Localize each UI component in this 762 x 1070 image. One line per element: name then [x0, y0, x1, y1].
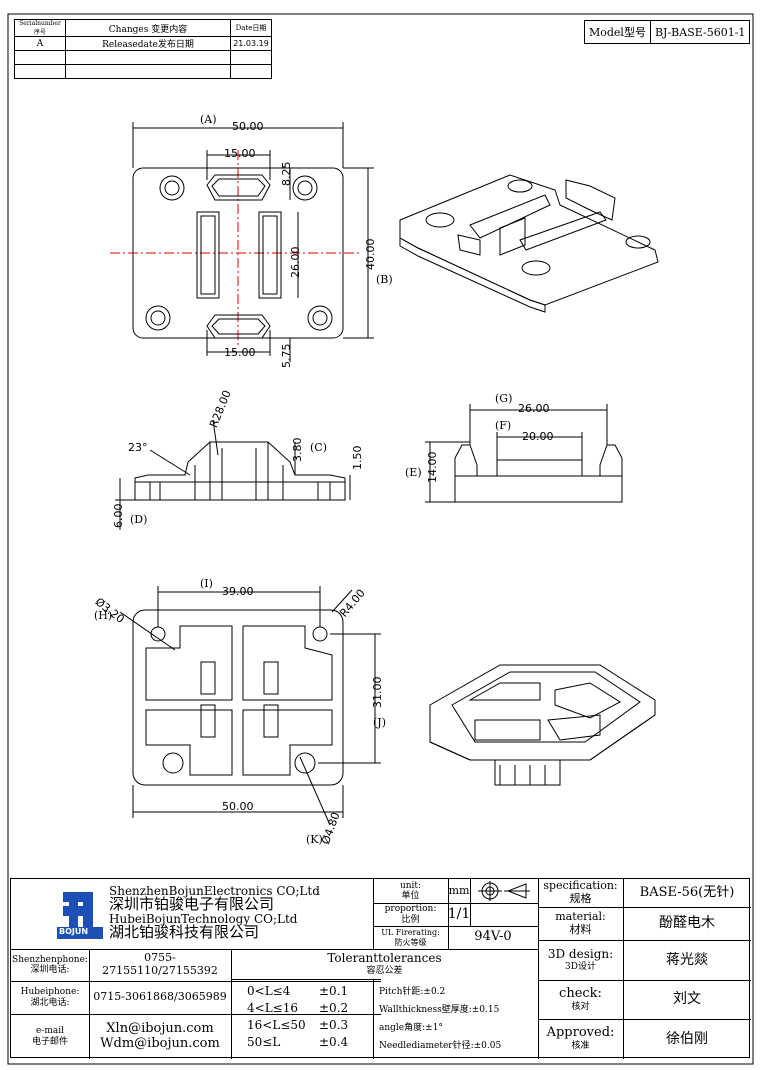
approved-label: Approved:核准: [546, 1025, 615, 1052]
end-view: [425, 404, 623, 503]
model-label: Model型号: [589, 26, 646, 39]
spec-label: specification:规格: [543, 879, 618, 905]
dim-value: 5.75: [280, 343, 293, 369]
spec-value: BASE-56(无针): [639, 884, 735, 900]
company-en-2: HubeiBojunTechnology CO;Ltd: [109, 912, 298, 926]
contact-label: Shenzhenphone:深圳电话:: [12, 954, 88, 975]
unit-label: unit:单位: [399, 880, 422, 901]
dim-value: 50.00: [222, 800, 254, 813]
dim-label-D: (D): [130, 513, 148, 526]
dim-label-I: (I): [200, 577, 213, 590]
fire-label: UL Firerating:防火等级: [381, 928, 440, 947]
unit-value: mm: [448, 883, 470, 897]
dim-value: 3.80: [291, 437, 304, 463]
revision-table: Serialnumber 序号 Changes 变更内容 Date日期 A Re…: [14, 19, 272, 79]
dim-value: 50.00: [232, 120, 264, 133]
side-view: [115, 419, 351, 530]
dim-value: 40.00: [364, 238, 377, 271]
dim-value: 15.00: [224, 346, 256, 359]
contact-value: 0715-3061868/3065989: [93, 990, 227, 1004]
dim-label-G: (G): [495, 392, 513, 405]
model-value: BJ-BASE-5601-1: [649, 21, 749, 43]
title-block: BOJUN ShenzhenBojunElectronics CO;Ltd 深圳…: [10, 878, 751, 1059]
dim-value: 39.00: [222, 585, 254, 598]
dim-label-J: (J): [373, 716, 386, 729]
dim-value: 26.00: [518, 402, 550, 415]
dim-label-B: (B): [376, 273, 393, 286]
check-value: 刘文: [673, 991, 701, 1008]
dim-label-C: (C): [310, 441, 327, 454]
tolerance-notes: Pitch针距:±0.2 Wallthickness壁厚度:±0.15 angl…: [379, 987, 502, 1051]
approved-value: 徐伯刚: [666, 1030, 708, 1047]
dim-value: 1.50: [351, 445, 364, 471]
bojun-logo: [57, 892, 103, 939]
projection-symbol-icon: [478, 881, 530, 901]
dim-label-K: (K): [306, 833, 323, 846]
company-cn-1: 深圳市铂骏电子有限公司: [109, 895, 275, 913]
check-label: check:核对: [559, 985, 602, 1012]
tolerance-table: 0<L≤4±0.1 4<L≤16±0.2 16<L≤50±0.3 50≤L±0.…: [247, 984, 349, 1049]
logo-text: BOJUN: [59, 927, 89, 936]
rev-cell: [230, 64, 272, 79]
contact-value: 0755-27155110/27155392: [102, 951, 218, 977]
dim-value: 8.25: [280, 161, 293, 187]
dim-label-H: (H): [94, 609, 113, 622]
material-label: material:材料: [555, 909, 606, 936]
company-cn-2: 湖北铂骏科技有限公司: [109, 923, 260, 941]
dim-value: 15.00: [224, 147, 256, 160]
bottom-view: [119, 586, 381, 826]
dim-value: 26.00: [289, 246, 302, 279]
model-box: Model型号 BJ-BASE-5601-1: [584, 20, 751, 44]
technical-drawing: [110, 122, 659, 826]
design-label: 3D design:3D设计: [547, 946, 614, 972]
iso-view-bottom: [429, 664, 656, 786]
material-value: 酚醛电木: [659, 915, 715, 932]
fire-value: 94V-0: [474, 929, 512, 945]
design-value: 蒋光燚: [666, 951, 708, 968]
dim-value: 20.00: [522, 430, 554, 443]
proportion-value: 1/1: [447, 906, 471, 923]
dim-value: 31.00: [371, 676, 384, 709]
dim-label-F: (F): [495, 419, 512, 432]
iso-view-top: [399, 174, 659, 313]
contact-label: Hubeiphone:湖北电话:: [20, 987, 80, 1008]
top-view: [110, 122, 374, 362]
dim-value: 23°: [128, 441, 148, 454]
dim-label-A: (A): [200, 113, 217, 126]
proportion-label: proportion:比例: [384, 904, 437, 925]
company-en-1: ShenzhenBojunElectronics CO;Ltd: [109, 884, 320, 898]
dim-value: 14.00: [426, 451, 439, 484]
dim-value: 6.00: [112, 503, 125, 529]
dim-label-E: (E): [405, 466, 422, 479]
